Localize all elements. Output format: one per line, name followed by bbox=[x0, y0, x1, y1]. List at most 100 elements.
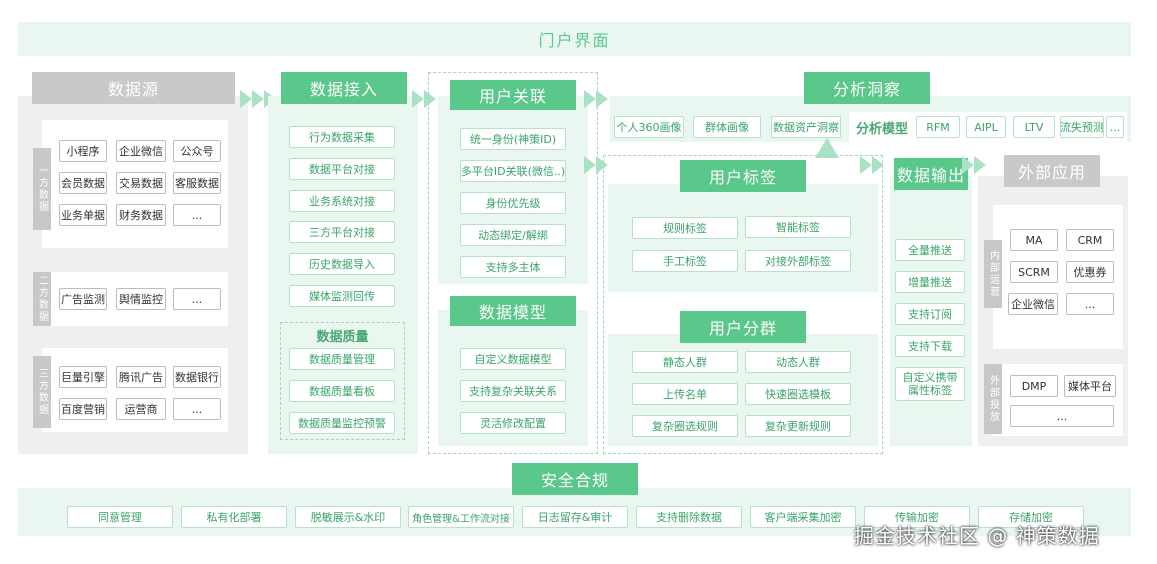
quality-title-text: 数据质量 bbox=[316, 329, 369, 345]
item-text: 舆情监控 bbox=[119, 293, 163, 306]
tags-item: 规则标签 bbox=[632, 217, 738, 239]
identity-header: 用户关联 bbox=[450, 80, 576, 110]
first-party-item: 财务数据 bbox=[116, 204, 166, 226]
identity-item: 支持多主体 bbox=[460, 256, 566, 278]
insight-title: 分析洞察 bbox=[832, 80, 901, 99]
watermark: 掘金技术社区 @ 神策数据 bbox=[854, 520, 1144, 550]
portal-title: 门户界面 bbox=[538, 31, 611, 50]
flow-arrow-icon bbox=[974, 156, 986, 174]
flow-arrow-icon bbox=[596, 90, 608, 108]
flow-arrow-icon bbox=[962, 156, 974, 174]
analysis-model-item: ... bbox=[1106, 116, 1124, 138]
model-item: 自定义数据模型 bbox=[460, 348, 566, 370]
item-text: 小程序 bbox=[66, 145, 100, 158]
item-text: 智能标签 bbox=[776, 221, 820, 234]
item-text: 支持多主体 bbox=[485, 261, 541, 274]
item-text: 增量推送 bbox=[908, 276, 952, 289]
ingest-header: 数据接入 bbox=[281, 72, 407, 104]
item-text: 巨量引擎 bbox=[61, 371, 105, 384]
identity-item: 统一身份(神策ID) bbox=[460, 128, 566, 150]
item-text: 统一身份(神策ID) bbox=[469, 133, 557, 146]
item-text: MA bbox=[1025, 233, 1043, 247]
first-party-item: ... bbox=[173, 204, 221, 226]
internal-ops-item: CRM bbox=[1066, 229, 1114, 251]
item-text: 交易数据 bbox=[119, 177, 163, 190]
item-text: 数据质量管理 bbox=[309, 353, 375, 366]
up-arrow-icon bbox=[815, 138, 839, 158]
third-party-tag: 三方数据 bbox=[33, 356, 51, 428]
item-text: ... bbox=[191, 402, 203, 416]
quality-item: 数据质量监控预警 bbox=[289, 412, 395, 434]
item-text: ... bbox=[191, 208, 203, 222]
output-item: 支持订阅 bbox=[895, 303, 965, 325]
item-text: 自定义数据模型 bbox=[474, 353, 552, 366]
analysis-model-label-text: 分析模型 bbox=[855, 121, 908, 137]
flow-arrow-icon bbox=[240, 90, 252, 108]
second-party-tag-text: 二方数据 bbox=[36, 275, 48, 323]
third-party-item: 巨量引擎 bbox=[59, 366, 107, 388]
first-party-item: 公众号 bbox=[173, 140, 221, 162]
item-text: 快速圈选模板 bbox=[765, 388, 831, 401]
portal-bar: 门户界面 bbox=[18, 22, 1131, 56]
second-party-item: ... bbox=[173, 288, 221, 310]
item-text: 行为数据采集 bbox=[309, 131, 375, 144]
item-text: CRM bbox=[1077, 233, 1103, 247]
flow-arrow-icon bbox=[252, 90, 264, 108]
item-text: 规则标签 bbox=[663, 222, 707, 235]
analysis-model-item: LTV bbox=[1013, 116, 1055, 138]
tags-item: 手工标签 bbox=[632, 250, 738, 272]
flow-arrow-icon bbox=[424, 90, 436, 108]
external-ads-tag: 外部投放 bbox=[984, 364, 1002, 434]
analysis-model-label: 分析模型 bbox=[852, 116, 912, 138]
identity-item: 动态绑定/解绑 bbox=[460, 224, 566, 246]
third-party-item: 数据银行 bbox=[173, 366, 221, 388]
quality-item: 数据质量管理 bbox=[289, 348, 395, 370]
item-text: ... bbox=[191, 292, 203, 306]
item-text: 百度营销 bbox=[61, 403, 105, 416]
third-party-item: ... bbox=[173, 398, 221, 420]
model-header: 数据模型 bbox=[450, 296, 576, 326]
item-text: DMP bbox=[1021, 379, 1047, 393]
analysis-model-item: AIPL bbox=[966, 116, 1006, 138]
item-text: 历史数据导入 bbox=[309, 258, 375, 271]
item-text: 灵活修改配置 bbox=[480, 417, 546, 430]
ingest-item: 历史数据导入 bbox=[289, 253, 395, 275]
tags-header: 用户标签 bbox=[680, 160, 806, 192]
second-party-tag: 二方数据 bbox=[33, 272, 51, 326]
item-text: 数据质量监控预警 bbox=[298, 417, 386, 430]
item-text: 优惠券 bbox=[1073, 266, 1107, 279]
flow-arrow-icon bbox=[584, 156, 596, 174]
item-text: 复杂圈选规则 bbox=[652, 420, 718, 433]
first-party-item: 小程序 bbox=[59, 140, 107, 162]
security-item: 支持删除数据 bbox=[636, 506, 742, 528]
flow-arrow-icon bbox=[596, 156, 608, 174]
external-ads-item: DMP bbox=[1010, 375, 1058, 397]
first-party-item: 客服数据 bbox=[173, 172, 221, 194]
item-text: 媒体平台 bbox=[1068, 380, 1112, 393]
item-text: 会员数据 bbox=[61, 177, 105, 190]
external-ads-tag-text: 外部投放 bbox=[987, 375, 999, 423]
item-text: 对接外部标签 bbox=[765, 255, 831, 268]
output-item: 增量推送 bbox=[895, 271, 965, 293]
first-party-tag: 一方数据 bbox=[33, 148, 51, 230]
item-text: 广告监测 bbox=[61, 293, 105, 306]
external-title: 外部应用 bbox=[1017, 163, 1086, 182]
second-party-item: 舆情监控 bbox=[116, 288, 166, 310]
internal-ops-item: SCRM bbox=[1010, 261, 1058, 283]
item-text: 存储加密 bbox=[1009, 511, 1053, 524]
item-text: 业务系统对接 bbox=[309, 195, 375, 208]
quality-group bbox=[280, 322, 405, 440]
item-text: 复杂更新规则 bbox=[765, 420, 831, 433]
item-text: 手工标签 bbox=[663, 255, 707, 268]
item-text: 角色管理&工作流对接 bbox=[412, 513, 510, 525]
insight-header: 分析洞察 bbox=[804, 72, 930, 104]
tags-item: 对接外部标签 bbox=[745, 250, 851, 272]
segments-header: 用户分群 bbox=[680, 311, 806, 343]
item-text: 客服数据 bbox=[175, 177, 219, 190]
item-text: 上传名单 bbox=[663, 388, 707, 401]
item-text: 脱敏展示&水印 bbox=[310, 511, 386, 524]
model-title: 数据模型 bbox=[478, 303, 547, 322]
item-text: 身份优先级 bbox=[485, 197, 541, 210]
output-item: 自定义携带属性标签 bbox=[895, 367, 965, 401]
datasource-header: 数据源 bbox=[32, 72, 235, 104]
